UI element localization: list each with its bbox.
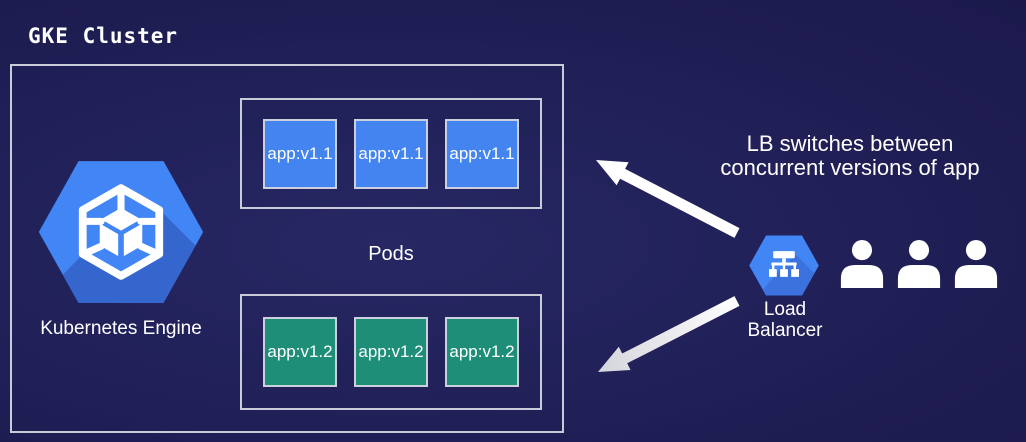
users-group bbox=[839, 240, 999, 288]
pod-app-v1-1: app:v1.1 bbox=[445, 118, 519, 189]
user-icon bbox=[840, 240, 884, 288]
annotation-text: LB switches between concurrent versions … bbox=[672, 132, 1026, 180]
load-balancer-label: Load Balancer bbox=[710, 299, 860, 341]
gke-cluster-box: Kubernetes Engine app:v1.1 app:v1.1 app:… bbox=[10, 64, 564, 433]
pod-app-v1-2: app:v1.2 bbox=[263, 317, 337, 387]
pods-label: Pods bbox=[368, 243, 414, 265]
user-icon bbox=[897, 240, 941, 288]
kubernetes-engine-icon bbox=[36, 158, 206, 306]
pod-app-v1-2: app:v1.2 bbox=[354, 317, 428, 387]
annotation-line2: concurrent versions of app bbox=[720, 155, 980, 180]
pods-group-v1-1: app:v1.1 app:v1.1 app:v1.1 bbox=[240, 98, 542, 209]
load-balancer-label-line1: Load bbox=[763, 299, 807, 320]
pod-app-v1-1: app:v1.1 bbox=[354, 118, 428, 189]
pod-app-v1-2: app:v1.2 bbox=[445, 317, 519, 387]
load-balancer-icon bbox=[748, 234, 820, 297]
pods-group-v1-2: app:v1.2 app:v1.2 app:v1.2 bbox=[240, 294, 542, 410]
page-title: GKE Cluster bbox=[28, 24, 179, 48]
load-balancer-label-line2: Balancer bbox=[747, 320, 823, 341]
annotation-line1: LB switches between bbox=[746, 131, 954, 156]
pod-app-v1-1: app:v1.1 bbox=[263, 118, 337, 189]
user-icon bbox=[954, 240, 998, 288]
kubernetes-engine-label: Kubernetes Engine bbox=[40, 318, 202, 339]
